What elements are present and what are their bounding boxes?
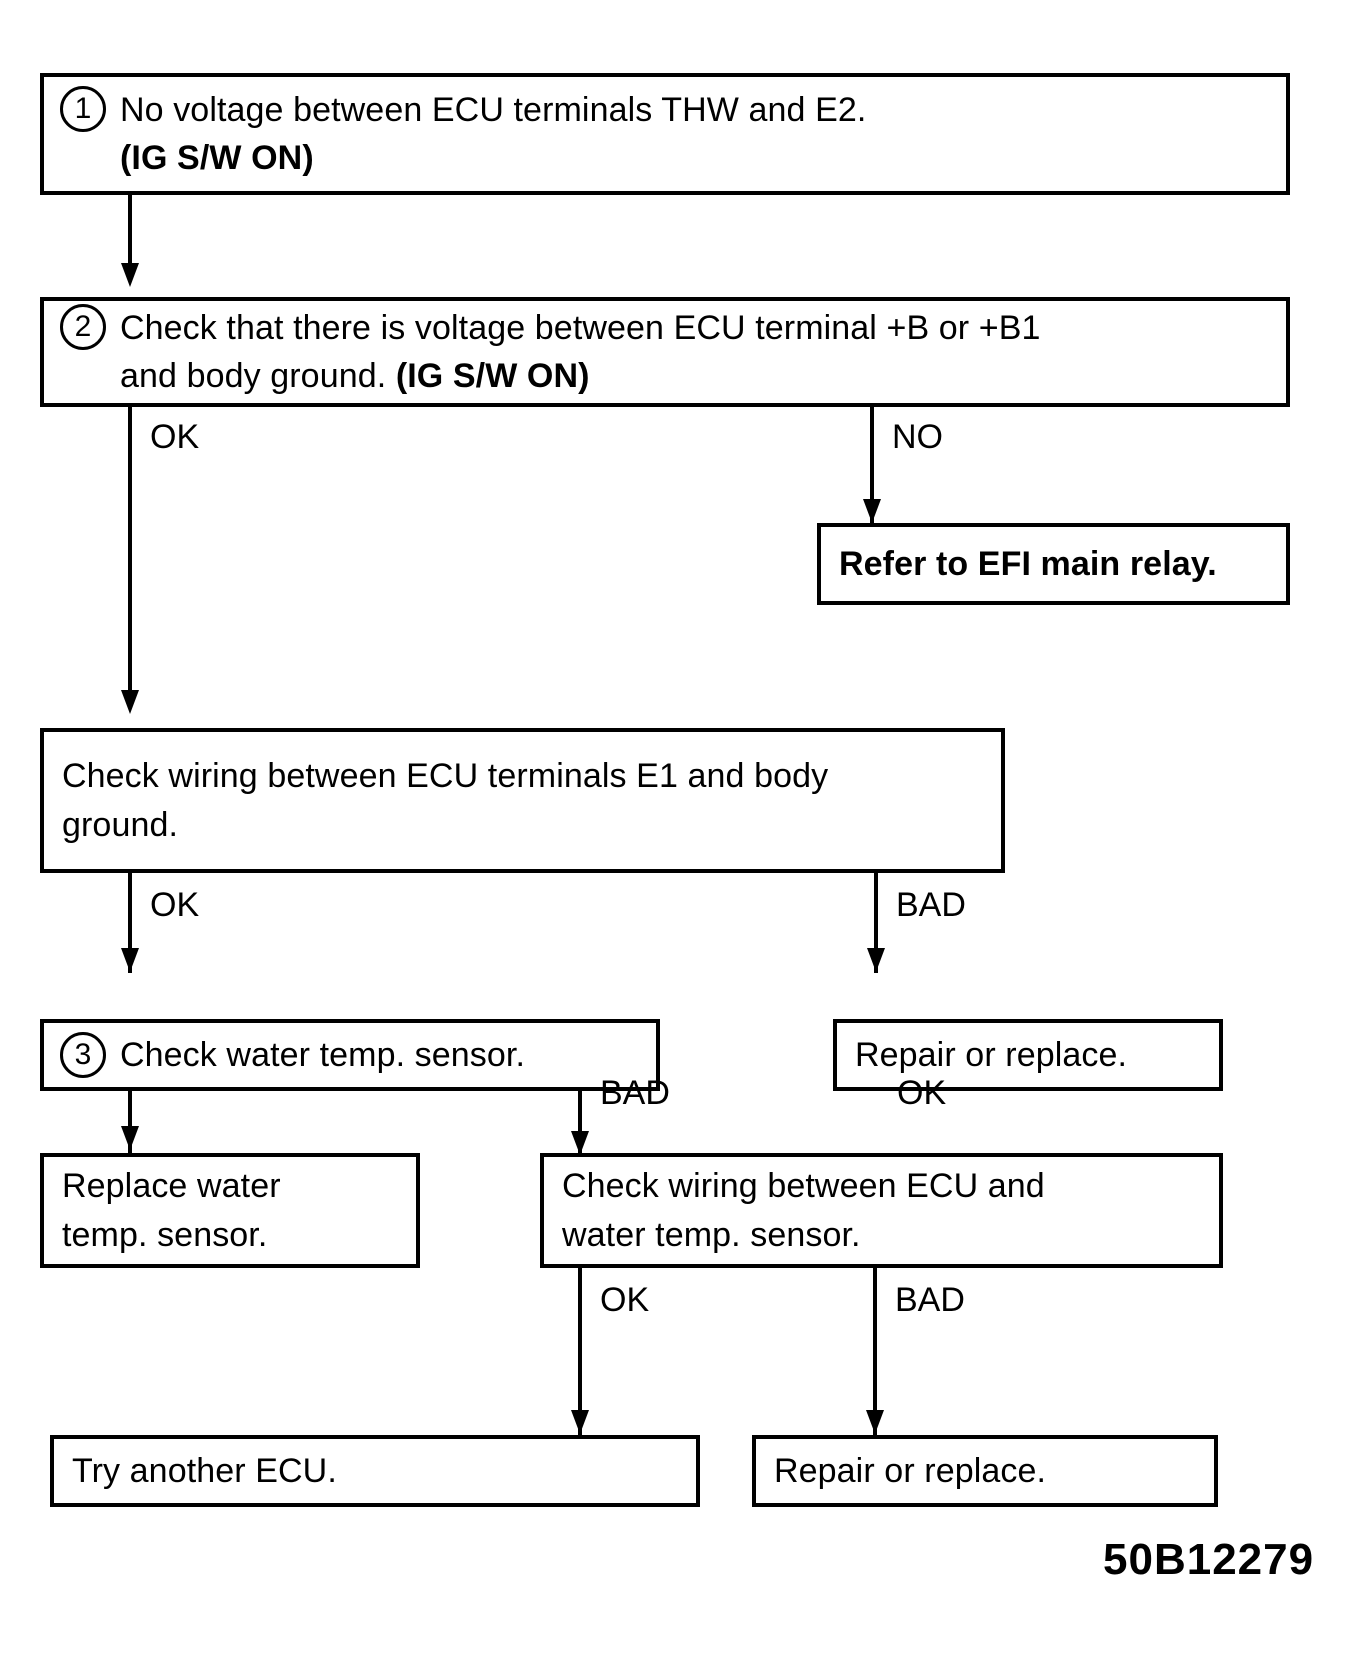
node-repair-or-replace-upper-body: Repair or replace. (837, 1031, 1219, 1079)
connector-n4-bad-to-n6 (874, 873, 878, 973)
edge-label-ok-n4-n5: OK (150, 886, 200, 924)
node-step-3-text: Check water temp. sensor. (120, 1031, 640, 1079)
node-check-wiring-sensor-line2: water temp. sensor. (562, 1215, 861, 1254)
arrowhead-n5-to-n7 (121, 1126, 139, 1150)
node-repair-or-replace-lower-body: Repair or replace. (756, 1447, 1214, 1495)
connector-n4-ok-to-n5 (128, 873, 132, 973)
arrowhead-n2-no-to-n3 (863, 499, 881, 523)
node-try-another-ecu-body: Try another ECU. (54, 1447, 696, 1495)
node-step-3-label: Check water temp. sensor. (120, 1035, 526, 1074)
node-step-2-text: Check that there is voltage between ECU … (120, 304, 1270, 401)
node-step-1-content: 1 No voltage between ECU terminals THW a… (44, 85, 1286, 183)
node-check-wiring-e1-body: Check wiring between ECU terminals E1 an… (44, 752, 1001, 849)
node-step-1-line2: (IG S/W ON) (120, 139, 314, 177)
arrowhead-n4-ok-to-n5 (121, 948, 139, 972)
node-try-another-ecu: Try another ECU. (50, 1435, 700, 1507)
node-step-2: 2 Check that there is voltage between EC… (40, 297, 1290, 407)
node-check-wiring-e1: Check wiring between ECU terminals E1 an… (40, 728, 1005, 873)
node-step-2-line1: Check that there is voltage between ECU … (120, 308, 1041, 347)
node-check-wiring-e1-line1: Check wiring between ECU terminals E1 an… (62, 757, 829, 796)
node-check-wiring-sensor-line1: Check wiring between ECU and (562, 1167, 1045, 1206)
node-step-3-content: 3 Check water temp. sensor. (44, 1031, 656, 1079)
connector-n8-bad-to-n10 (873, 1268, 877, 1435)
arrowhead-n8-ok-to-n9 (571, 1410, 589, 1434)
edge-label-bad-n8-n10: BAD (895, 1281, 965, 1319)
node-replace-water-temp-sensor-body: Replace water temp. sensor. (44, 1162, 416, 1259)
node-step-1-line1: No voltage between ECU terminals THW and… (120, 90, 867, 129)
node-efi-main-relay-body: Refer to EFI main relay. (821, 540, 1286, 588)
node-replace-water-temp-sensor-line2: temp. sensor. (62, 1215, 268, 1254)
edge-label-ok-n6: OK (897, 1074, 947, 1112)
node-repair-or-replace-lower: Repair or replace. (752, 1435, 1218, 1507)
node-check-wiring-sensor-body: Check wiring between ECU and water temp.… (544, 1162, 1219, 1259)
node-check-wiring-e1-line2: ground. (62, 805, 179, 844)
edge-label-no-n2-n3: NO (892, 418, 943, 456)
step-number-circle-2: 2 (60, 303, 106, 350)
step-number-circle-3: 3 (60, 1031, 106, 1078)
node-step-2-line2: and body ground. (IG S/W ON) (120, 352, 1270, 400)
node-step-1-text: No voltage between ECU terminals THW and… (120, 86, 1270, 183)
edge-label-ok-n8-n9: OK (600, 1281, 650, 1319)
node-efi-main-relay: Refer to EFI main relay. (817, 523, 1290, 605)
connector-n2-no-to-n3 (870, 407, 874, 523)
arrowhead-n1-to-n2 (121, 263, 139, 287)
connector-n2-ok-to-n4 (128, 407, 132, 702)
node-replace-water-temp-sensor: Replace water temp. sensor. (40, 1153, 420, 1268)
node-step-2-content: 2 Check that there is voltage between EC… (44, 303, 1286, 401)
arrowhead-n8-bad-to-n10 (866, 1410, 884, 1434)
node-repair-or-replace-upper: Repair or replace. (833, 1019, 1223, 1091)
arrowhead-n5-bad-to-n8 (571, 1131, 589, 1155)
node-repair-or-replace-upper-text: Repair or replace. (855, 1035, 1128, 1074)
node-step-3: 3 Check water temp. sensor. (40, 1019, 660, 1091)
arrowhead-n4-bad-to-n6 (867, 948, 885, 972)
edge-label-bad-n5-n8: BAD (600, 1074, 670, 1112)
node-step-1: 1 No voltage between ECU terminals THW a… (40, 73, 1290, 195)
reference-code: 50B12279 (1103, 1535, 1315, 1584)
node-efi-main-relay-text: Refer to EFI main relay. (839, 544, 1217, 583)
arrowhead-n2-ok-to-n4 (121, 690, 139, 714)
node-step-2-line2-bold: (IG S/W ON) (395, 357, 590, 395)
connector-n8-ok-to-n9 (578, 1268, 582, 1435)
edge-label-ok-n2-n4: OK (150, 418, 200, 456)
connector-n5-bad-to-n8 (578, 1091, 582, 1153)
node-repair-or-replace-lower-text: Repair or replace. (774, 1451, 1047, 1490)
connector-n1-to-n2 (128, 195, 132, 275)
node-try-another-ecu-text: Try another ECU. (72, 1451, 337, 1490)
node-replace-water-temp-sensor-line1: Replace water (62, 1167, 281, 1206)
step-number-circle-1: 1 (60, 85, 106, 132)
node-check-wiring-sensor: Check wiring between ECU and water temp.… (540, 1153, 1223, 1268)
edge-label-bad-n4-n6: BAD (896, 886, 966, 924)
node-step-2-line2-normal: and body ground. (120, 357, 396, 395)
